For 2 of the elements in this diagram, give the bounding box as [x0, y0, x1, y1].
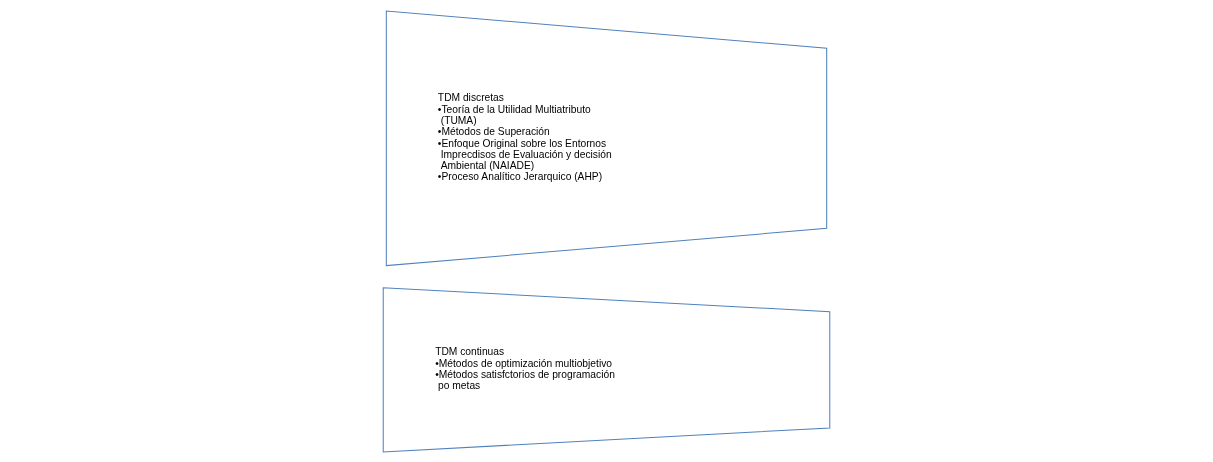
node-box: TDM continuas •Métodos de optimización multiobjetivo •Métodos satisfctorios de programación po metas [382, 286, 831, 452]
node-box: TDM discretas •Teoría de la Utilidad Multiatributo (TUMA) •Métodos de Superación •Enfoque Original sobre los Entornos Imprecdisos de Evaluación y decisión Ambiental (NAIADE) •Proceso Analítico Jerarquico (AHP) [385, 10, 828, 266]
